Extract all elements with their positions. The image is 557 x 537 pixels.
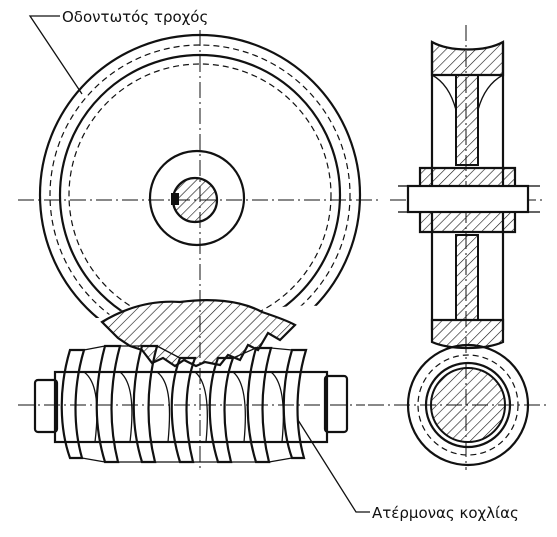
side-shaft — [406, 184, 530, 214]
label-worm-wheel: Οδοντωτός τροχός — [28, 8, 208, 95]
worm-threads — [60, 344, 308, 464]
worm-section-outer — [406, 343, 530, 467]
worm-screw-cross-section — [368, 343, 548, 467]
worm-shaft-right-end — [323, 374, 349, 434]
worm-screw-front-view — [18, 344, 365, 464]
wheel-inner-rim-circle — [58, 53, 342, 318]
worm-wheel-label: Οδοντωτός τροχός — [62, 8, 208, 26]
worm-section-shaft — [430, 367, 506, 443]
wheel-pitch-circle — [68, 63, 332, 318]
side-rim-bottom — [430, 318, 505, 350]
gear-wheel-front-view — [18, 30, 380, 470]
side-web-upper — [455, 74, 479, 166]
side-web-lower — [455, 234, 479, 321]
worm-screw-leader — [297, 419, 370, 513]
worm-wheel-leader — [28, 15, 83, 95]
worm-screw-label: Ατέρμονας κοχλίας — [372, 504, 519, 522]
side-rim-top — [430, 40, 505, 77]
label-worm-screw: Ατέρμονας κοχλίας — [297, 419, 519, 522]
worm-section-root — [424, 361, 512, 449]
gear-wheel-side-section — [390, 25, 545, 470]
wheel-root-circle — [49, 44, 351, 318]
worm-section-pitch — [417, 354, 519, 456]
wheel-shaft-section — [171, 176, 219, 224]
wheel-teeth-section — [100, 299, 297, 368]
wheel-hub-circle — [148, 149, 246, 247]
worm-shaft-left-end — [33, 378, 59, 434]
wheel-outer-circle — [38, 33, 362, 318]
wheel-key — [171, 193, 179, 205]
